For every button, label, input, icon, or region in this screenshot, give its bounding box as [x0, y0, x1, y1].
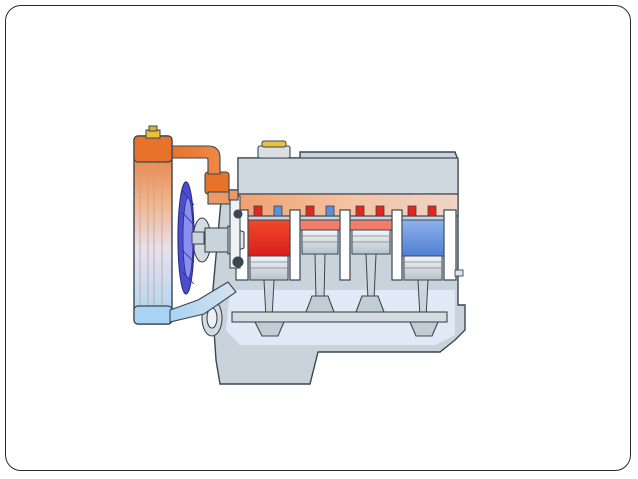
- radiator-cap: [145, 125, 161, 139]
- fan-shaft: [191, 231, 205, 245]
- crankshaft: [231, 295, 448, 337]
- upper-radiator-hose: [169, 145, 221, 175]
- cylinder-1: [247, 219, 291, 257]
- cylinder-2: [299, 219, 341, 231]
- pistons: [249, 229, 443, 281]
- drain-fitting: [454, 269, 464, 277]
- filler-cap: [257, 140, 291, 159]
- thermostat-housing: [204, 171, 239, 205]
- cooling-fan: [177, 181, 195, 295]
- valves: [253, 205, 437, 217]
- cylinder-4: [401, 219, 445, 257]
- radiator: [133, 135, 173, 325]
- lower-radiator-hose: [169, 281, 237, 323]
- cylinder-3: [349, 219, 393, 231]
